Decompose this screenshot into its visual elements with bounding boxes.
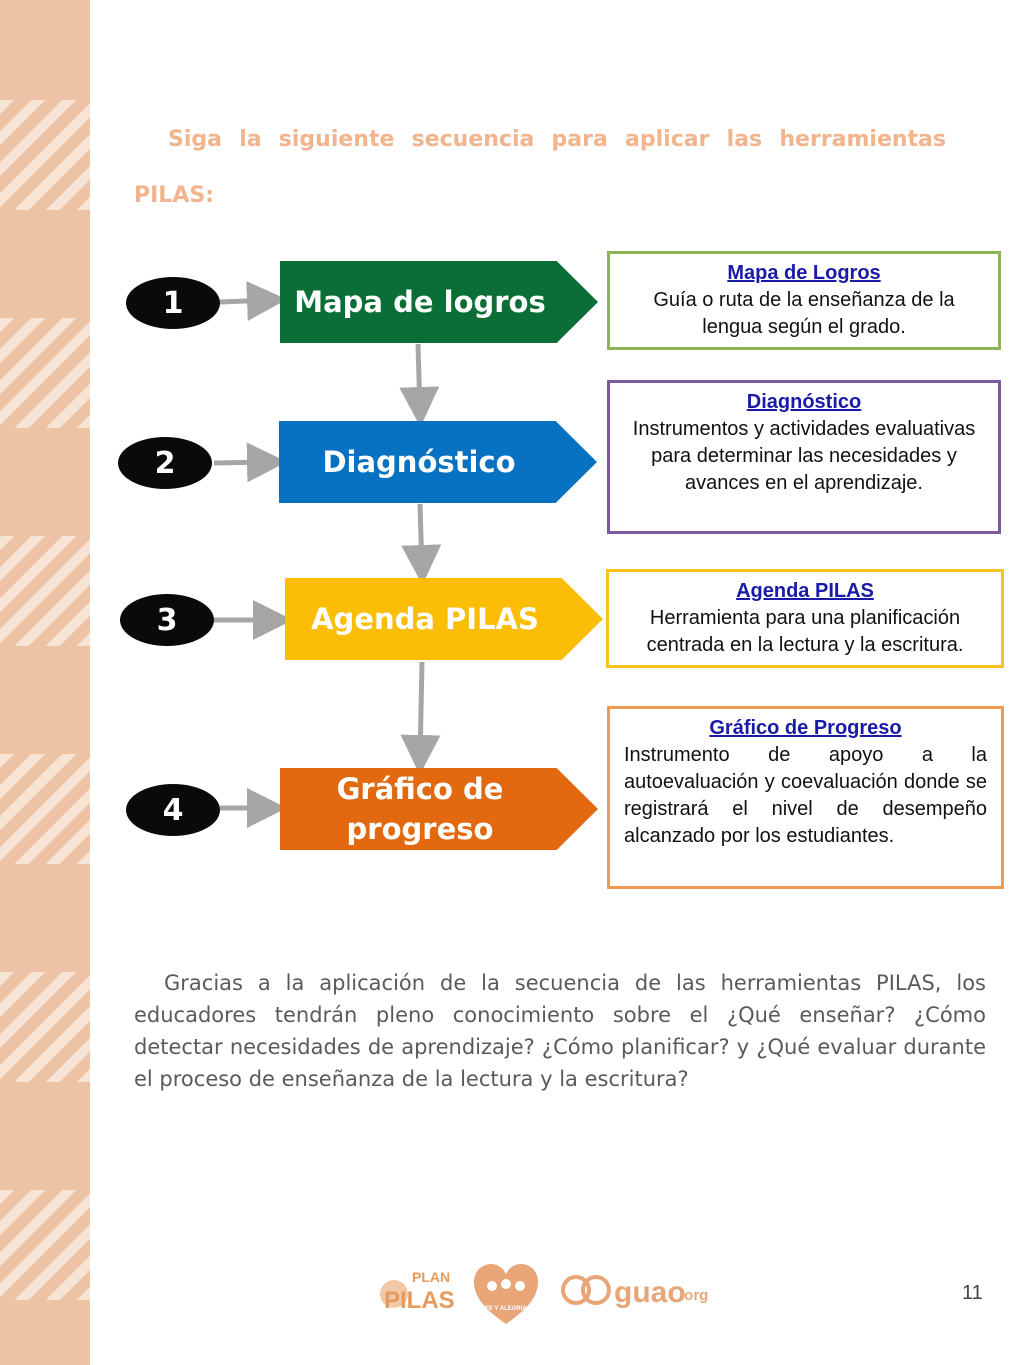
arrow-badge-1 [219,280,287,321]
arrow-step-2-3 [401,503,442,585]
desc-body: Guía o ruta de la enseñanza de la lengua… [653,289,955,338]
side-stripe-block [0,972,90,1082]
side-decoration-band [0,0,90,1365]
step-number-badge-3: 3 [120,594,214,646]
page-number: 11 [962,1282,983,1304]
plan-pilas-logo: PLAN PILAS [380,1269,455,1314]
step-number-badge-2: 2 [118,437,212,489]
step-number-badge-4: 4 [126,784,220,836]
desc-body: Instrumentos y actividades evaluativas p… [632,418,976,494]
arrow-step-1-2 [399,343,440,427]
side-stripe-block [0,1190,90,1300]
step-number-badge-1: 1 [126,277,220,329]
desc-body: Instrumento de apoyo a la autoevaluación… [624,744,987,847]
logo2-text: FE Y ALEGRIA [485,1306,527,1312]
desc-box-agenda-pilas: Agenda PILAS Herramienta para una planif… [606,569,1004,668]
desc-title[interactable]: Gráfico de Progreso [709,717,902,739]
arrow-badge-2 [213,442,287,483]
logo1-bottom: PILAS [384,1287,455,1314]
side-stripe-block [0,100,90,210]
side-stripe-block [0,318,90,428]
fe-y-alegria-logo: FE Y ALEGRIA [474,1264,538,1324]
desc-title[interactable]: Diagnóstico [746,391,862,413]
logo1-top: PLAN [412,1269,450,1285]
desc-title[interactable]: Agenda PILAS [736,580,874,602]
guao-logo: guao .org [561,1275,708,1309]
logo3-suffix: .org [680,1287,708,1304]
intro-heading: Siga la siguiente secuencia para aplicar… [134,112,946,224]
step-grafico-de-progreso: Gráfico de progreso [280,768,598,850]
closing-paragraph: Gracias a la aplicación de la secuencia … [134,971,986,1091]
desc-box-mapa-de-logros: Mapa de Logros Guía o ruta de la enseñan… [607,251,1001,350]
intro-line-2: PILAS: [134,183,214,208]
step-mapa-de-logros: Mapa de logros [280,261,598,343]
desc-box-diagnostico: Diagnóstico Instrumentos y actividades e… [607,380,1001,534]
side-stripe-block [0,754,90,864]
arrow-step-3-4 [400,661,441,775]
desc-body: Herramienta para una planificación centr… [646,607,964,656]
step-agenda-pilas: Agenda PILAS [285,578,603,660]
intro-line-1: Siga la siguiente secuencia para aplicar… [168,127,946,152]
flow-arrows [213,280,442,828]
side-stripe-block [0,536,90,646]
desc-box-grafico-de-progreso: Gráfico de Progreso Instrumento de apoyo… [607,706,1004,889]
footer-logos: PLAN PILAS FE Y ALEGRIA guao .org [380,1264,708,1324]
logo3-text: guao [614,1276,686,1309]
step-diagnostico: Diagnóstico [279,421,597,503]
desc-title[interactable]: Mapa de Logros [727,262,881,284]
